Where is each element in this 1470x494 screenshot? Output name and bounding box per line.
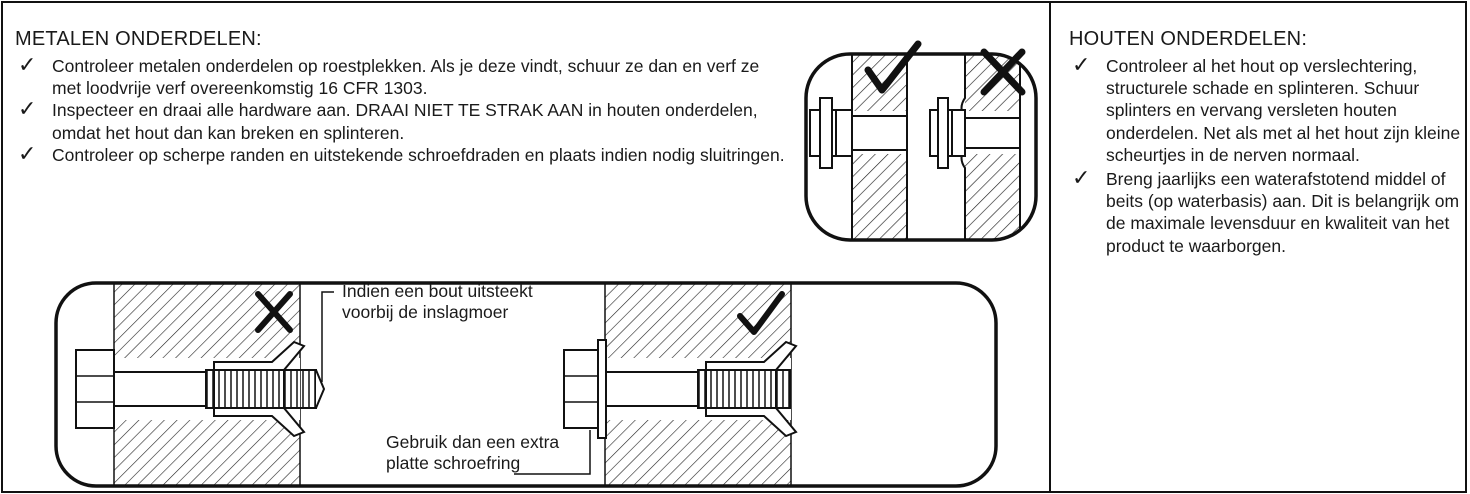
wood-parts-title: HOUTEN ONDERDELEN: [1069,28,1308,50]
check-icon [864,40,922,94]
callout-extra-washer: Gebruik dan een extra platte schroefring [386,432,560,473]
metal-parts-title: METALEN ONDERDELEN: [15,28,262,50]
cross-icon [255,291,293,333]
wood-checklist: ✓Controleer al het hout op verslechterin… [1070,55,1465,257]
cross-icon [980,48,1026,96]
check-icon: ✓ [1072,53,1091,78]
metal-checklist: ✓Controleer metalen onderdelen op roestp… [16,55,786,166]
column-divider [1049,1,1051,493]
check-icon: ✓ [18,53,37,78]
metal-item-2: ✓Inspecteer en draai alle hardware aan. … [18,97,758,143]
callout-bolt-protrudes: Indien een bout uitsteekt voorbij de ins… [342,281,533,322]
check-icon: ✓ [1072,166,1091,192]
bolt-tightening-diagram [804,40,1038,242]
check-icon: ✓ [18,97,37,123]
check-icon [737,291,785,335]
check-icon: ✓ [18,141,37,167]
metal-item-3: ✓Controleer op scherpe randen en uitstek… [18,141,785,167]
bolt-protrusion-diagram [54,281,998,488]
wood-item-2: ✓Breng jaarlijks een waterafstotend midd… [1072,166,1460,256]
metal-item-1: ✓Controleer metalen onderdelen op roestp… [18,53,760,99]
wood-item-1: ✓Controleer al het hout op verslechterin… [1072,53,1461,165]
